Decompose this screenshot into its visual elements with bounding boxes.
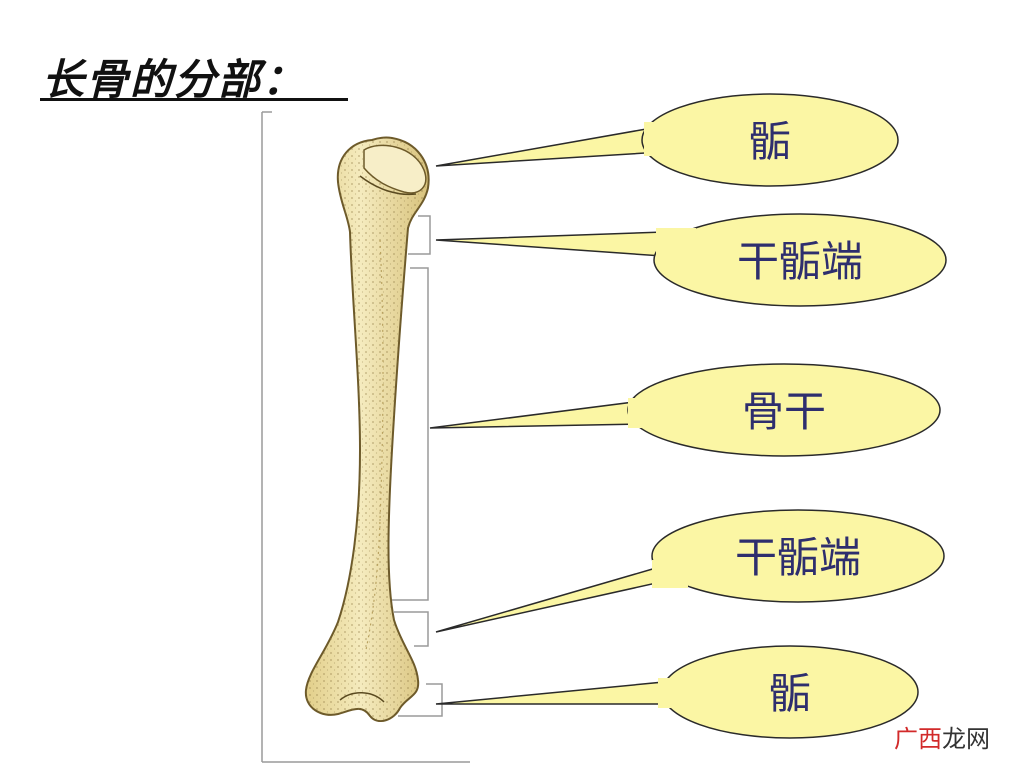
bracket-metaphysis-top [408, 215, 431, 255]
condyle-notch [339, 692, 385, 703]
callout-pointer [435, 567, 672, 633]
callout-epiphysis-top: 骺 [435, 93, 899, 187]
bracket-diaphysis [392, 267, 429, 601]
callout-label: 干骺端 [735, 533, 861, 582]
watermark-part2: 龙网 [942, 725, 990, 753]
bone-texture [305, 137, 429, 722]
segment-brackets [392, 215, 443, 717]
callout-epiphysis-bottom: 骺 [435, 645, 919, 739]
callout-label: 干骺端 [737, 237, 863, 286]
callout-bubble [653, 213, 947, 307]
anatomical-neck [359, 175, 417, 196]
callout-diaphysis: 骨干 [429, 363, 941, 457]
callout-pointer [435, 681, 665, 705]
callout-metaphysis-bottom: 干骺端 [435, 509, 945, 633]
callout-label: 骺 [749, 117, 791, 166]
diagram-title: 长骨的分部： [42, 55, 307, 104]
shaft-ridge [365, 239, 384, 651]
callout-label: 骺 [769, 669, 811, 718]
callout-metaphysis-top: 干骺端 [435, 213, 947, 307]
callout-pointer [429, 401, 641, 429]
bracket-epiphysis-bottom [398, 683, 443, 717]
title-underline [40, 98, 348, 101]
callout-pointer [435, 231, 665, 257]
callout-label: 骨干 [742, 387, 826, 436]
bracket-metaphysis-bottom [394, 611, 429, 647]
watermark: 广西龙网 [894, 719, 990, 754]
callout-bubble [651, 509, 945, 603]
humeral-head-outline [363, 144, 427, 194]
humerus-bone [304, 136, 430, 723]
watermark-part1: 广西 [894, 725, 942, 753]
callout-bubble [641, 93, 899, 187]
callout-pointer [435, 127, 664, 167]
